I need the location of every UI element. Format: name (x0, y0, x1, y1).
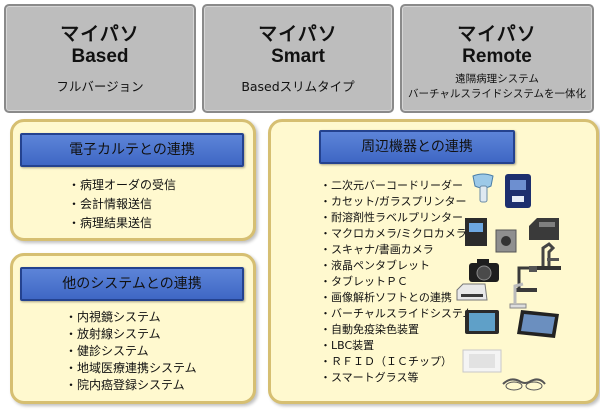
label-printer-icon (465, 218, 487, 246)
list-item: ・健診システム (65, 344, 149, 358)
document-camera-icon (515, 266, 537, 292)
list-item: ・液晶ペンタブレット (320, 259, 430, 272)
digital-camera-icon (469, 259, 499, 282)
list-item: ・耐溶剤性ラベルプリンター (320, 211, 463, 224)
product-edition: Remote (462, 46, 532, 67)
list-item: ・病理結果送信 (68, 216, 153, 230)
document-camera-2-icon (509, 282, 527, 309)
barcode-reader-icon (472, 173, 494, 203)
ehr-integration-list: ・病理オーダの受信 ・会計情報送信 ・病理結果送信 (68, 176, 176, 233)
product-subtitle-2: バーチャルスライドシステムを一体化 (407, 88, 587, 100)
microscope-icon (537, 242, 561, 270)
list-item: ・二次元バーコードリーダー (320, 179, 463, 192)
product-name: マイパソ (60, 23, 140, 45)
product-edition: Smart (271, 46, 325, 67)
product-subtitle: フルバージョン (56, 79, 144, 94)
product-subtitle: 遠隔病理システム (455, 73, 539, 85)
other-systems-header: 他のシステムとの連携 (20, 267, 244, 301)
list-item: ・バーチャルスライドシステム (320, 307, 474, 320)
list-item: ・地域医療連携システム (65, 361, 197, 375)
list-item: ・スマートグラス等 (320, 371, 419, 384)
list-item: ・会計情報送信 (68, 197, 153, 211)
ehr-integration-panel: 電子カルテとの連携 ・病理オーダの受信 ・会計情報送信 ・病理結果送信 (10, 119, 256, 241)
peripherals-panel: 周辺機器との連携 ・二次元バーコードリーダー ・カセット/ガラスプリンター ・耐… (268, 119, 599, 404)
list-item: ・LBC装置 (320, 339, 375, 352)
list-item: ・内視鏡システム (65, 310, 161, 324)
product-name: マイパソ (457, 23, 537, 45)
other-systems-panel: 他のシステムとの連携 ・内視鏡システム ・放射線システム ・健診システム ・地域… (10, 253, 256, 404)
product-edition: Based (71, 46, 129, 67)
peripherals-header: 周辺機器との連携 (319, 130, 515, 164)
list-item: ・タブレットＰＣ (320, 275, 408, 288)
list-item: ・ＲＦＩＤ（ＩＣチップ） (320, 355, 452, 368)
cassette-printer-icon (505, 174, 531, 208)
product-remote-card: マイパソ Remote 遠隔病理システム バーチャルスライドシステムを一体化 (400, 4, 594, 113)
tablet-pc-icon (517, 310, 559, 338)
label-printer-2-icon (529, 218, 559, 240)
list-item: ・放射線システム (65, 327, 161, 341)
ehr-integration-header: 電子カルテとの連携 (20, 133, 244, 167)
macro-camera-icon (495, 229, 517, 253)
list-item: ・自動免疫染色装置 (320, 323, 419, 336)
list-item: ・画像解析ソフトとの連携 (320, 291, 452, 304)
product-name: マイパソ (258, 23, 338, 45)
list-item: ・病理オーダの受信 (68, 178, 177, 192)
list-item: ・マクロカメラ/ミクロカメラ (320, 227, 467, 240)
scanner-icon (456, 283, 488, 301)
peripherals-list: ・二次元バーコードリーダー ・カセット/ガラスプリンター ・耐溶剤性ラベルプリン… (320, 178, 474, 386)
lbc-device-icon (462, 349, 502, 373)
product-subtitle: Basedスリムタイプ (241, 79, 355, 94)
list-item: ・院内癌登録システム (65, 378, 185, 392)
product-based-card: マイパソ Based フルバージョン (4, 4, 196, 113)
other-systems-list: ・内視鏡システム ・放射線システム ・健診システム ・地域医療連携システム ・院… (65, 309, 197, 394)
list-item: ・スキャナ/書画カメラ (320, 243, 434, 256)
list-item: ・カセット/ガラスプリンター (320, 195, 467, 208)
product-smart-card: マイパソ Smart Basedスリムタイプ (202, 4, 394, 113)
smart-glasses-icon (502, 378, 546, 391)
pen-tablet-icon (465, 310, 499, 334)
